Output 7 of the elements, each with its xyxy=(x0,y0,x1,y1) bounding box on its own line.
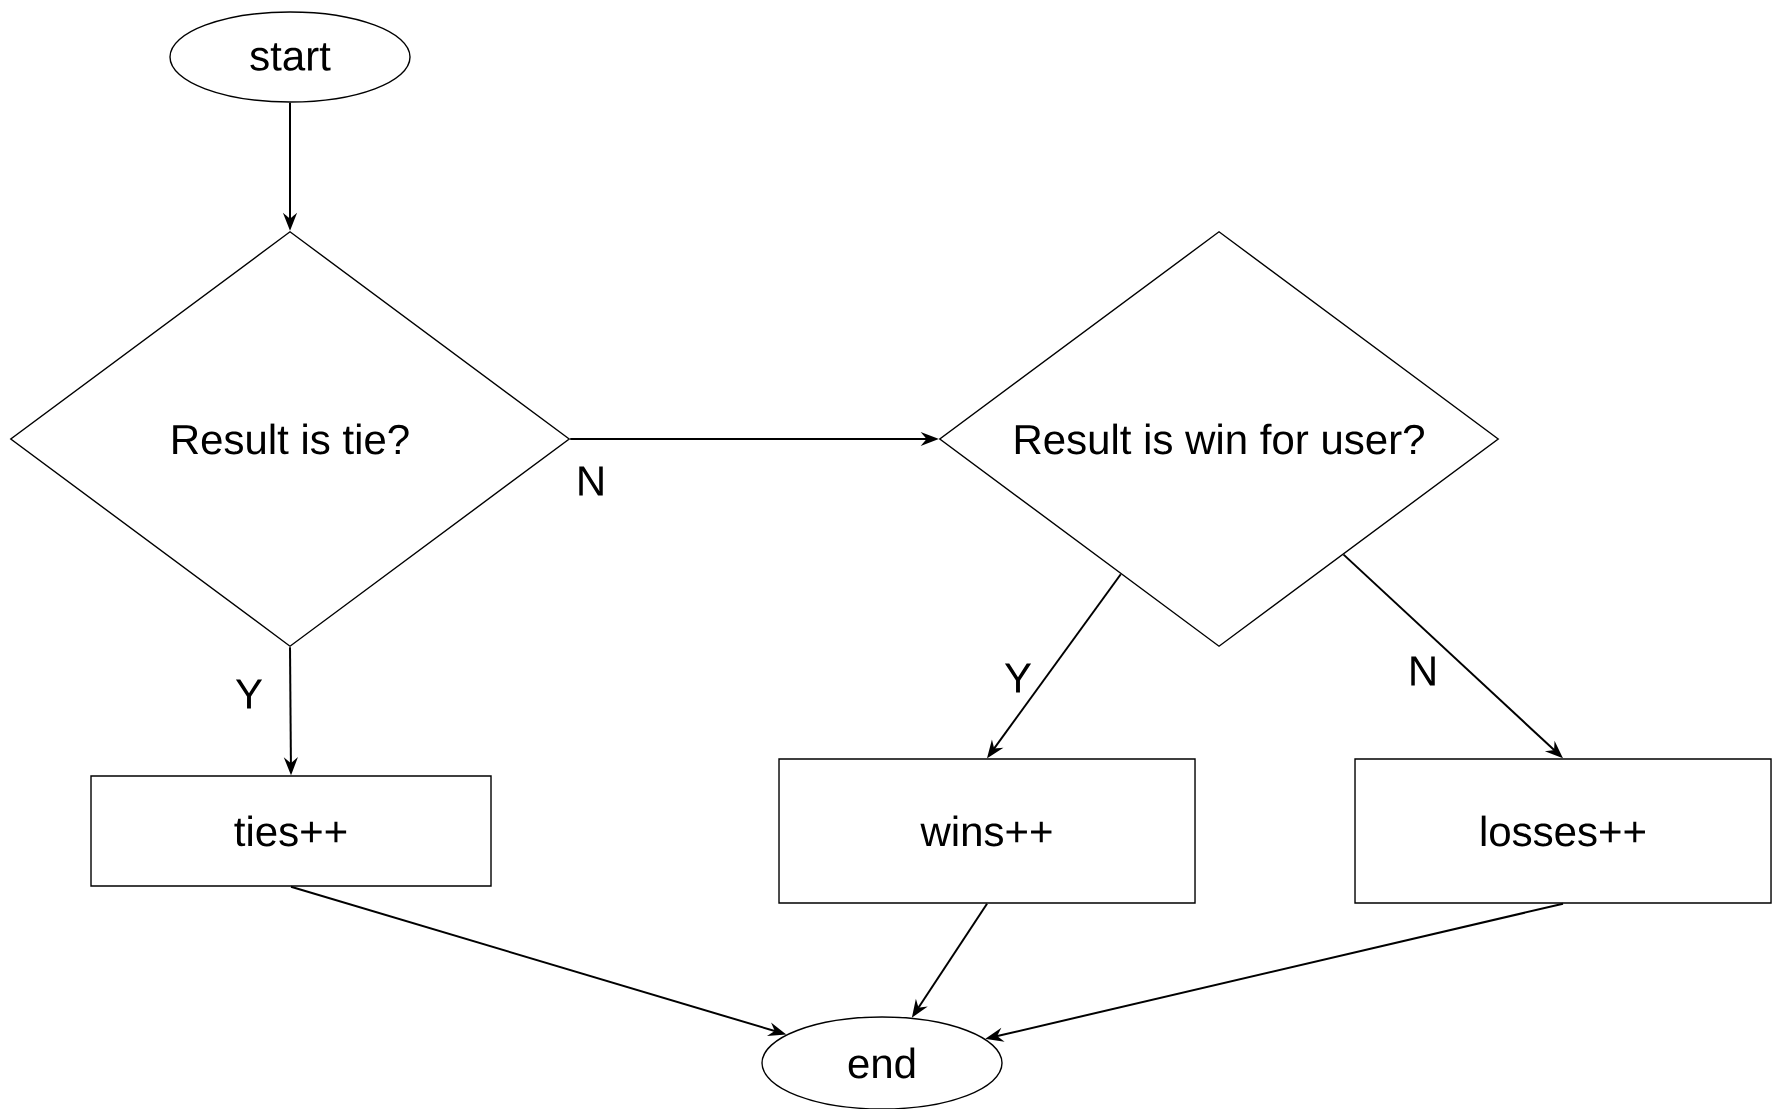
edge-label: Y xyxy=(235,679,263,709)
edge-label: N xyxy=(579,466,603,496)
edge-label: Y xyxy=(1004,663,1032,693)
edge-label: N xyxy=(1411,656,1435,686)
process-box: ties++ xyxy=(90,775,492,887)
process-box: losses++ xyxy=(1354,758,1772,904)
process-box: wins++ xyxy=(778,758,1196,904)
